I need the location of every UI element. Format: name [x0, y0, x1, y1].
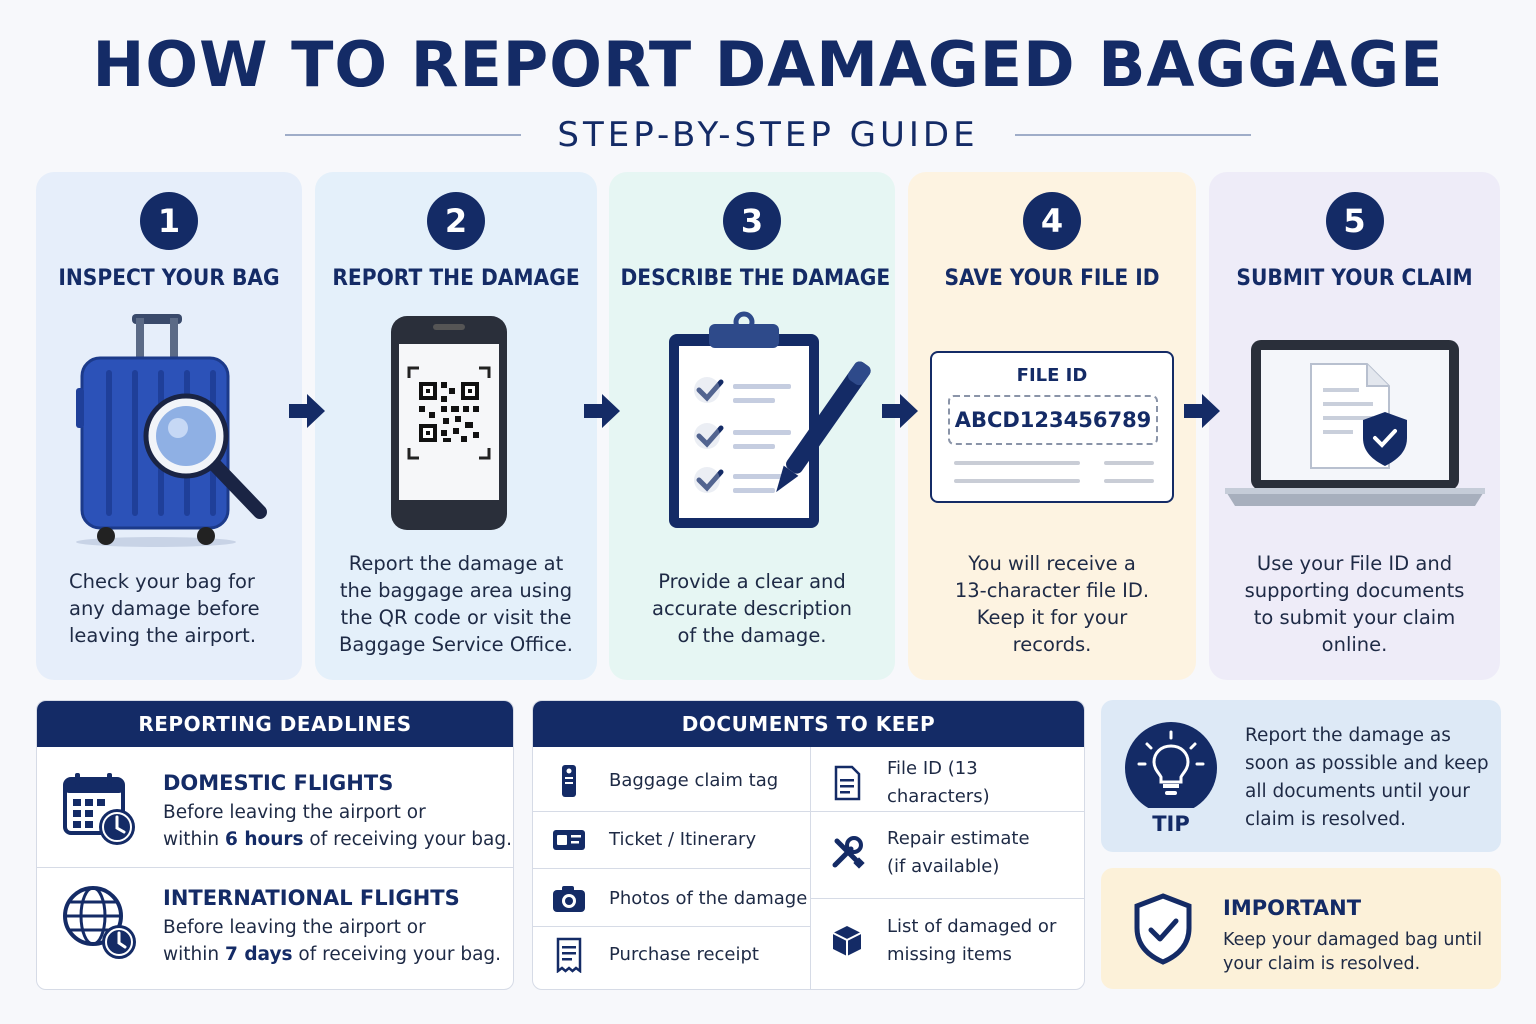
documents-header: DOCUMENTS TO KEEP [533, 701, 1084, 747]
file-id-card: FILE ID ABCD123456789 [908, 308, 1196, 548]
step-number-5: 5 [1325, 192, 1384, 250]
doc-item-photos: Photos of the damage [533, 871, 807, 927]
deadlines-header: REPORTING DEADLINES [37, 701, 513, 747]
deadline-title-domestic: DOMESTIC FLIGHTS [163, 771, 394, 795]
subtitle-rule-right [1014, 134, 1251, 136]
step-desc-4: You will receive a 13-character file ID.… [954, 552, 1150, 656]
camera-icon [553, 886, 585, 912]
arrow-right-icon [882, 394, 918, 428]
deadline-divider [37, 867, 513, 868]
calendar-clock-icon [63, 773, 135, 845]
step-title-1: INSPECT YOUR BAG [58, 266, 280, 291]
ticket-icon [553, 830, 585, 850]
suitcase-magnifier-icon [36, 308, 302, 548]
subtitle-rule-left [285, 134, 522, 136]
step-title-3: DESCRIBE THE DAMAGE [620, 266, 891, 291]
baggage-tag-icon [562, 765, 576, 797]
deadline-text-international: Before leaving the airport or within 7 d… [163, 917, 502, 965]
important-box: IMPORTANT Keep your damaged bag until yo… [1101, 868, 1501, 989]
laptop-document-shield-icon [1209, 308, 1500, 548]
doc-item-file-id: File ID (13 characters) [811, 755, 1084, 811]
document-icon [834, 765, 861, 801]
file-id-value: ABCD123456789 [948, 395, 1158, 445]
step-card-3: 3 DESCRIBE THE DAMAGE Provide a c [609, 172, 895, 680]
deadline-row-international: INTERNATIONAL FLIGHTS Before leaving the… [37, 868, 513, 983]
page-title: HOW TO REPORT DAMAGED BAGGAGE [92, 28, 1444, 101]
tools-icon [832, 836, 865, 869]
deadline-title-international: INTERNATIONAL FLIGHTS [163, 886, 460, 910]
arrow-right-icon [289, 394, 325, 428]
documents-panel: DOCUMENTS TO KEEP Baggage claim tag Tick… [532, 700, 1085, 990]
clipboard-pen-icon [609, 308, 895, 548]
step-title-2: REPORT THE DAMAGE [332, 266, 580, 291]
step-desc-2: Report the damage at the baggage area us… [339, 552, 573, 656]
tip-box: TIP Report the damage as soon as possibl… [1101, 700, 1501, 852]
page-subtitle: STEP-BY-STEP GUIDE [557, 115, 979, 155]
doc-item-receipt: Purchase receipt [533, 927, 759, 983]
step-number-3: 3 [723, 192, 781, 250]
reporting-deadlines-panel: REPORTING DEADLINES DOMESTIC FLIGHTS Bef… [36, 700, 514, 990]
doc-item-ticket: Ticket / Itinerary [533, 812, 756, 868]
doc-item-repair-estimate: Repair estimate(if available) [811, 825, 1030, 881]
file-id-label: FILE ID [1016, 365, 1088, 386]
arrow-right-icon [584, 394, 620, 428]
step-desc-1: Check your bag for any damage before lea… [69, 570, 260, 647]
tip-text: Report the damage as soon as possible an… [1245, 725, 1489, 830]
step-number-2: 2 [427, 192, 485, 250]
step-desc-5: Use your File ID and supporting document… [1244, 552, 1465, 656]
step-card-4: 4 SAVE YOUR FILE ID FILE ID ABCD12345678… [908, 172, 1196, 680]
receipt-icon [556, 937, 582, 973]
step-title-4: SAVE YOUR FILE ID [944, 266, 1160, 291]
step-number-1: 1 [140, 192, 198, 250]
phone-qr-icon [315, 308, 597, 548]
box-icon [832, 926, 862, 956]
deadline-text-domestic: Before leaving the airport or within 6 h… [163, 802, 512, 850]
important-text: Keep your damaged bag until your claim i… [1223, 930, 1483, 974]
shield-check-icon [1134, 893, 1192, 965]
step-card-5: 5 SUBMIT YOUR CLAIM Use your File ID and… [1209, 172, 1500, 680]
lightbulb-icon [1125, 722, 1217, 808]
deadline-row-domestic: DOMESTIC FLIGHTS Before leaving the airp… [37, 753, 513, 868]
important-title: IMPORTANT [1223, 896, 1362, 920]
subtitle-row: STEP-BY-STEP GUIDE [0, 112, 1536, 158]
step-card-1: 1 INSPECT YOUR BAG Check your bag for an… [36, 172, 302, 680]
arrow-right-icon [1184, 394, 1220, 428]
step-card-2: 2 REPORT THE DAMAGE Report the damage at… [315, 172, 597, 680]
step-title-5: SUBMIT YOUR CLAIM [1236, 266, 1473, 291]
doc-item-baggage-tag: Baggage claim tag [533, 753, 778, 809]
step-number-4: 4 [1023, 192, 1081, 250]
globe-clock-icon [63, 886, 136, 959]
tip-label: TIP [1152, 812, 1190, 836]
step-desc-3: Provide a clear and accurate description… [652, 570, 852, 647]
